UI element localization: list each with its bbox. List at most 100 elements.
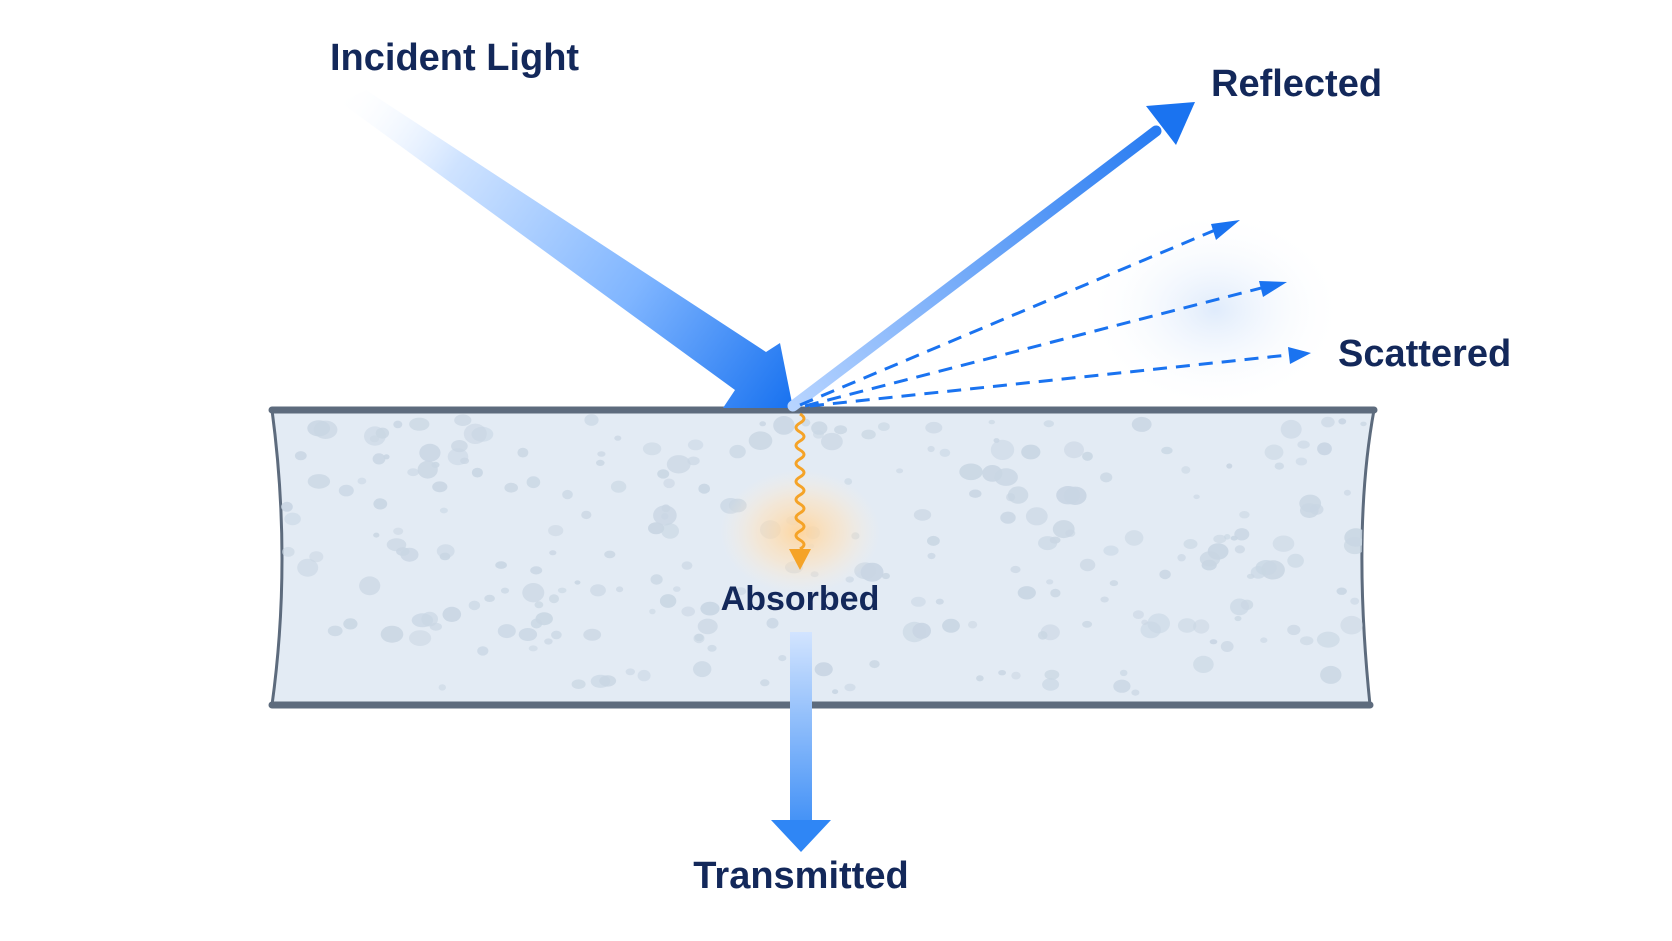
slab-pore bbox=[583, 628, 602, 641]
slab-pore bbox=[557, 587, 567, 594]
slab-pore bbox=[468, 600, 481, 611]
slab-pore bbox=[661, 523, 679, 539]
slab-pore bbox=[1043, 420, 1055, 428]
slab-pore bbox=[534, 601, 544, 609]
slab-pore bbox=[1007, 486, 1029, 504]
slab-pore bbox=[939, 448, 951, 457]
slab-pore bbox=[409, 630, 432, 646]
slab-pore bbox=[707, 644, 717, 652]
slab-pore bbox=[562, 489, 573, 500]
slab-pore bbox=[697, 618, 718, 635]
slab-pore bbox=[1064, 441, 1084, 459]
slab-pore bbox=[935, 598, 944, 605]
slab-pore bbox=[681, 606, 695, 617]
slab-pore bbox=[447, 448, 469, 466]
slab-pore bbox=[693, 633, 705, 644]
slab-pore bbox=[869, 660, 880, 669]
slab-pore bbox=[432, 481, 448, 493]
slab-pore bbox=[407, 468, 419, 477]
slab-pore bbox=[748, 431, 773, 451]
slab-pore bbox=[1230, 535, 1238, 541]
slab-pore bbox=[581, 510, 592, 520]
scatter-haze bbox=[1085, 210, 1345, 410]
incident-arrow-icon bbox=[340, 90, 793, 408]
slab-pore bbox=[477, 646, 489, 656]
slab-pore bbox=[1239, 511, 1250, 519]
slab-pore bbox=[968, 620, 978, 629]
slab-pore bbox=[1109, 580, 1119, 587]
slab-pore bbox=[1082, 620, 1093, 628]
transmitted-arrow-icon bbox=[771, 632, 831, 852]
slab-pore bbox=[735, 587, 747, 596]
slab-pore bbox=[1131, 689, 1140, 696]
slab-pore bbox=[925, 421, 943, 434]
slab-pore bbox=[584, 414, 599, 426]
slab-pore bbox=[1234, 528, 1250, 541]
slab-pore bbox=[729, 444, 746, 459]
slab-pore bbox=[1113, 679, 1131, 693]
slab-pore bbox=[1177, 554, 1186, 562]
slab-pore bbox=[1056, 486, 1080, 505]
slab-pore bbox=[500, 587, 510, 594]
slab-pore bbox=[1230, 598, 1249, 616]
slab-pore bbox=[454, 414, 472, 427]
slab-pore bbox=[911, 596, 926, 607]
slab-pore bbox=[760, 679, 770, 687]
slab-pore bbox=[1260, 637, 1268, 643]
slab-pore bbox=[471, 467, 483, 478]
slab-pore bbox=[393, 527, 404, 535]
slab-pore bbox=[372, 453, 386, 465]
slab-pore bbox=[860, 562, 884, 582]
slab-pore bbox=[438, 684, 446, 691]
slab-pore bbox=[1082, 451, 1093, 461]
slab-pore bbox=[969, 489, 982, 498]
slab-pore bbox=[821, 432, 843, 451]
slab-pore bbox=[1193, 655, 1214, 674]
slab-pore bbox=[549, 594, 559, 604]
slab-pore bbox=[657, 469, 670, 479]
slab-pore bbox=[1336, 587, 1347, 595]
slab-pore bbox=[526, 476, 541, 489]
slab-pore bbox=[544, 638, 553, 645]
slab-pore bbox=[530, 566, 543, 575]
slab-pore bbox=[927, 535, 940, 546]
slab-pore bbox=[1207, 543, 1229, 560]
slab-pore bbox=[1209, 639, 1218, 645]
slab-pore bbox=[495, 561, 507, 569]
slab-pore bbox=[1350, 597, 1360, 605]
slab-pore bbox=[1274, 462, 1285, 470]
slab-pore bbox=[1017, 586, 1036, 600]
slab-pore bbox=[1300, 503, 1319, 518]
slab-pore bbox=[773, 416, 795, 435]
slab-pore bbox=[1280, 419, 1302, 439]
slab-pore bbox=[1316, 631, 1340, 648]
slab-pore bbox=[439, 507, 448, 514]
slab-pore bbox=[625, 668, 635, 676]
slab-pore bbox=[471, 426, 494, 442]
slab-pore bbox=[1295, 457, 1308, 466]
slab-pore bbox=[1100, 596, 1109, 603]
slab-pore bbox=[663, 478, 675, 489]
slab-pore bbox=[687, 439, 704, 451]
slab-pore bbox=[338, 484, 354, 497]
slab-pore bbox=[959, 463, 983, 481]
slab-pore bbox=[282, 546, 295, 557]
slab-pore bbox=[1255, 560, 1277, 576]
slab-pore bbox=[649, 608, 656, 615]
slab-pore bbox=[1100, 472, 1113, 483]
slab-pore bbox=[497, 624, 516, 639]
slab-pore bbox=[1000, 511, 1016, 524]
slab-pore bbox=[976, 675, 984, 682]
slab-pore bbox=[1193, 494, 1200, 500]
slab-pore bbox=[364, 426, 386, 446]
slab-pore bbox=[1132, 610, 1144, 619]
slab-pore bbox=[1287, 553, 1304, 568]
slab-pore bbox=[834, 425, 848, 435]
slab-pore bbox=[297, 558, 319, 577]
slab-pore bbox=[912, 622, 931, 639]
slab-pore bbox=[659, 594, 677, 608]
slab-pore bbox=[596, 459, 605, 466]
slab-pore bbox=[373, 498, 388, 510]
slab-pore bbox=[666, 455, 691, 474]
